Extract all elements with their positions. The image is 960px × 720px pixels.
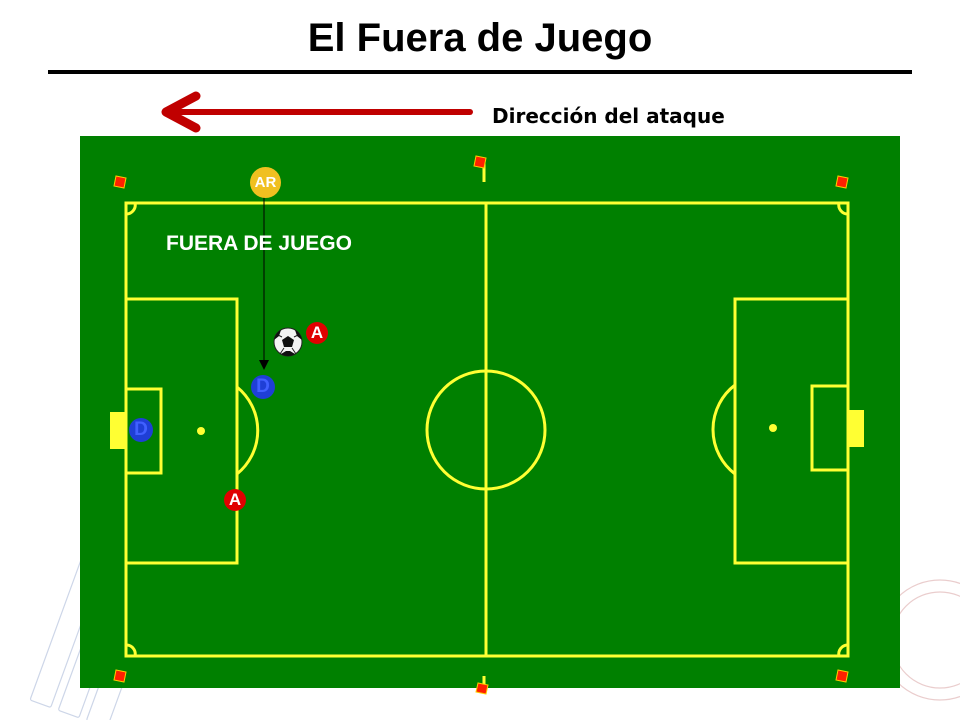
center-circle bbox=[425, 369, 547, 491]
corner-flag-icon bbox=[113, 175, 127, 189]
defender-label: D bbox=[256, 376, 270, 397]
assistant-referee-marker: AR bbox=[250, 167, 281, 198]
right-goal bbox=[848, 410, 864, 447]
corner-flag-icon bbox=[113, 669, 127, 683]
defender-marker: D bbox=[129, 418, 153, 442]
corner-flag-icon bbox=[835, 175, 849, 189]
attacker-marker: A bbox=[306, 322, 328, 344]
attack-direction-label: Dirección del ataque bbox=[492, 104, 725, 128]
left-penalty-spot bbox=[197, 427, 205, 435]
right-penalty-spot bbox=[769, 424, 777, 432]
pitch-grass bbox=[80, 136, 900, 688]
left-goal bbox=[110, 412, 126, 449]
defender-marker: D bbox=[251, 375, 275, 399]
assistant-referee-label: AR bbox=[254, 174, 277, 191]
page-title: El Fuera de Juego bbox=[307, 16, 653, 60]
right-penalty-arc bbox=[711, 383, 736, 476]
halfway-flag-icon bbox=[473, 155, 487, 169]
offside-label: FUERA DE JUEGO bbox=[166, 232, 352, 255]
attacker-label: A bbox=[228, 490, 242, 509]
left-penalty-arc bbox=[236, 385, 260, 476]
attacker-label: A bbox=[310, 323, 324, 342]
attacker-marker: A bbox=[224, 489, 246, 511]
title-underline bbox=[48, 70, 912, 74]
halfway-flag-icon bbox=[475, 682, 489, 695]
corner-flag-icon bbox=[835, 669, 849, 683]
defender-label: D bbox=[134, 419, 148, 440]
